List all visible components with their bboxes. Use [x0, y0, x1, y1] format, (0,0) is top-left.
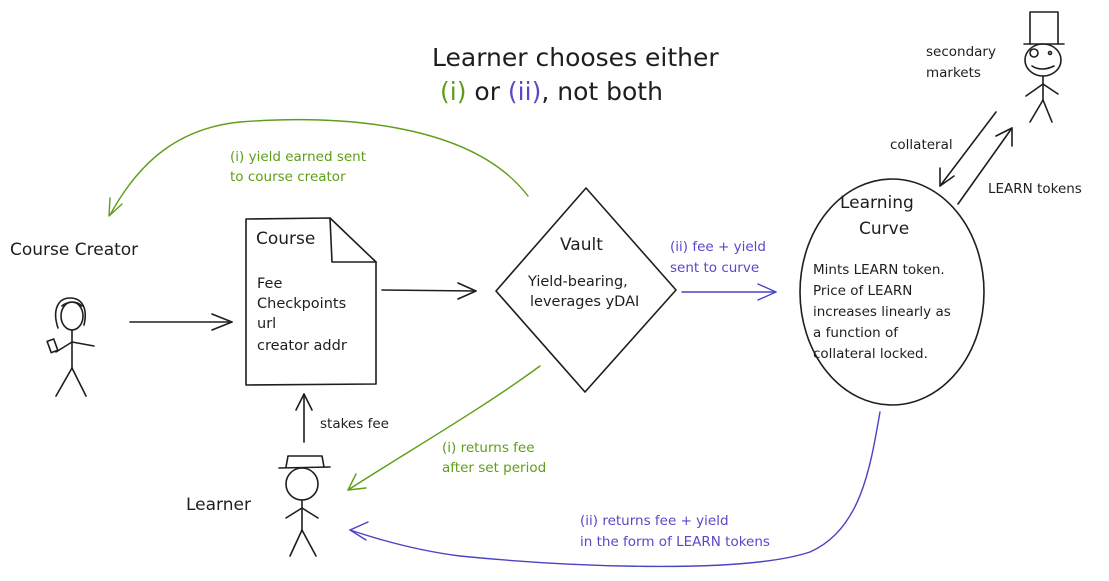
vault-line-1: Yield-bearing, [527, 274, 628, 290]
arrow-fee-yield-to-curve: (ii) fee + yield sent to curve [670, 239, 777, 301]
secondary-markets-line-1: secondary [926, 44, 996, 60]
title-option-ii: (ii) [508, 77, 541, 106]
returns-fee-line-2: after set period [442, 460, 546, 476]
course-title: Course [256, 229, 315, 249]
learner-actor: Learner [186, 455, 331, 557]
returns-learn-line-2: in the form of LEARN tokens [580, 534, 770, 550]
arrow-returns-fee: (i) returns fee after set period [347, 365, 546, 491]
course-item-fee: Fee [257, 276, 282, 292]
arrow-yield-to-creator: (i) yield earned sent to course creator [108, 119, 529, 217]
diagram-title: Learner chooses either (i) or (ii), not … [432, 43, 719, 106]
vault-diamond: Vault Yield-bearing, leverages yDAI [495, 187, 677, 393]
returns-fee-line-1: (i) returns fee [442, 440, 535, 456]
arrow-returns-learn-tokens: (ii) returns fee + yield in the form of … [349, 411, 881, 568]
curve-body-line-1: Mints LEARN token. [813, 262, 945, 278]
vault-title: Vault [560, 235, 603, 255]
course-item-checkpoints: Checkpoints [257, 296, 346, 312]
curve-body-line-4: a function of [813, 325, 899, 341]
yield-to-creator-line-2: to course creator [230, 169, 346, 185]
title-line-1: Learner chooses either [432, 43, 719, 72]
learn-tokens-label: LEARN tokens [988, 181, 1082, 197]
collateral-label: collateral [890, 137, 953, 153]
yield-to-creator-line-1: (i) yield earned sent [230, 149, 366, 165]
learner-label: Learner [186, 495, 251, 515]
vault-line-2: leverages yDAI [530, 294, 639, 310]
learner-hat-figure-icon [278, 455, 331, 557]
curve-title-line-1: Learning [840, 193, 914, 213]
course-item-creator-addr: creator addr [257, 338, 347, 354]
stakes-fee-label: stakes fee [320, 416, 389, 432]
title-or: or [466, 77, 507, 106]
title-option-i: (i) [440, 77, 466, 106]
returns-learn-line-1: (ii) returns fee + yield [580, 513, 729, 529]
top-hat-figure-icon [1023, 11, 1065, 123]
curve-body-line-3: increases linearly as [813, 304, 951, 320]
fee-yield-to-curve-line-1: (ii) fee + yield [670, 239, 766, 255]
secondary-markets-actor: secondary markets [926, 11, 1065, 123]
learning-curve-node: Learning Curve Mints LEARN token. Price … [799, 178, 985, 406]
course-item-url: url [257, 316, 276, 332]
course-document: Course Fee Checkpoints url creator addr [245, 217, 377, 386]
curve-body-line-5: collateral locked. [813, 346, 928, 362]
fee-yield-to-curve-line-2: sent to curve [670, 260, 759, 276]
arrow-course-to-vault [381, 282, 477, 300]
secondary-markets-line-2: markets [926, 65, 981, 81]
arrow-collateral: collateral [890, 111, 997, 187]
arrow-learn-tokens: LEARN tokens [957, 127, 1082, 205]
course-creator-figure-icon [46, 297, 95, 397]
arrow-stakes-fee: stakes fee [295, 393, 389, 443]
arrow-creator-to-course [129, 313, 233, 331]
course-creator-label: Course Creator [10, 240, 138, 260]
title-line-2: (i) or (ii), not both [440, 77, 663, 106]
course-creator-actor: Course Creator [10, 240, 138, 397]
curve-body-line-2: Price of LEARN [813, 283, 912, 299]
title-tail: , not both [541, 77, 663, 106]
curve-title-line-2: Curve [859, 219, 909, 239]
